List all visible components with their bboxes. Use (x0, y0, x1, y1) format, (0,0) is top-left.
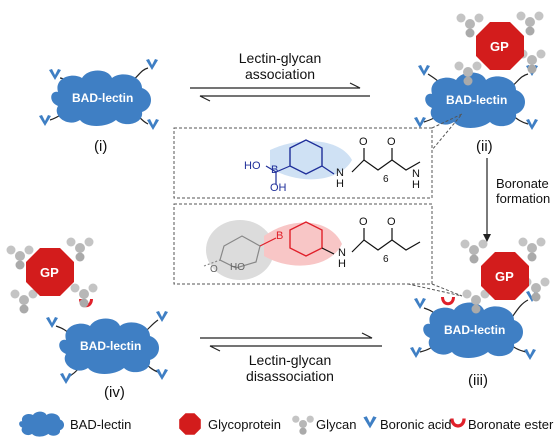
boronate-ester-icon (441, 297, 455, 306)
boronate-formation-line2: formation (496, 191, 551, 206)
legend-lectin-icon (19, 411, 65, 437)
boronate-formation-line1: Boronate (496, 176, 549, 191)
glycan-icon (66, 237, 94, 262)
glycan-icon (70, 283, 98, 308)
chem-o-label-1: O (359, 136, 368, 148)
legend-boronic-acid-label: Boronic acid (380, 417, 452, 432)
boronate-ester-zoom-box (173, 203, 463, 297)
disassociation-label-line1: Lectin-glycan (248, 352, 332, 368)
legend-boronic-acid-icon (363, 416, 377, 429)
boronate-formation-label: Boronate formation (496, 176, 550, 206)
chem-boron-label: B (271, 164, 279, 176)
boronic-acid-icon (414, 298, 426, 309)
boronic-acid-icon (49, 69, 61, 80)
boronic-acid-icon (39, 115, 51, 126)
boronate-formation-arrow (483, 158, 491, 242)
legend-glycan-label: Glycan (316, 417, 357, 432)
association-label-line1: Lectin-glycan (238, 50, 322, 66)
chem-six-label: 6 (383, 174, 389, 185)
chem-h-label-2: H (412, 179, 420, 191)
chem-ho-glycan-label: HO (230, 262, 245, 273)
legend-boronate-ester-icon (450, 418, 466, 428)
legend-glycan-icon (292, 415, 314, 435)
chem-n-label: N (336, 167, 344, 179)
lectin-label-ii: BAD-lectin (446, 93, 508, 107)
association-arrows (190, 82, 370, 102)
lectin-i (39, 59, 159, 130)
lectin-label-iii: BAD-lectin (444, 323, 506, 337)
chem-boron-ester-label: B (276, 230, 284, 242)
chem-o-glycan-label: O (210, 264, 218, 275)
lectin-label-i: BAD-lectin (72, 91, 134, 105)
gp-label-iv: GP (40, 265, 59, 280)
chem-n-label-2: N (412, 168, 420, 180)
glycan-icon (518, 237, 546, 262)
disassociation-arrows (200, 332, 382, 352)
state-label-iv: (iv) (104, 384, 125, 401)
legend-lectin-label: BAD-lectin (70, 417, 132, 432)
boronic-acid-zoom-box (173, 113, 463, 199)
gp-label-iii: GP (495, 269, 514, 284)
state-label-ii: (ii) (476, 138, 493, 155)
glycan-icon (10, 289, 38, 314)
lectin-ii (414, 11, 546, 130)
chem-six-ester-label: 6 (383, 254, 389, 265)
boronate-ester-structure (203, 220, 421, 280)
boronic-acid-icon (147, 119, 159, 130)
lectin-iii (410, 237, 550, 360)
legend-boronate-ester-label: Boronate ester (468, 417, 554, 432)
lectin-iv (6, 237, 168, 384)
glycan-icon (460, 239, 488, 264)
chem-h-ester-label: H (338, 258, 346, 270)
chem-h-label: H (336, 178, 344, 190)
chem-o-label-2: O (387, 136, 396, 148)
state-label-i: (i) (94, 138, 108, 155)
lectin-label-iv: BAD-lectin (80, 339, 142, 353)
boronic-acid-icon (60, 373, 72, 384)
glycan-icon (516, 11, 544, 36)
legend-glycoprotein-icon (179, 413, 201, 435)
chem-n-ester-label: N (338, 247, 346, 259)
boronic-acid-icon (156, 369, 168, 380)
chem-oh-label: OH (270, 182, 287, 194)
chem-ho-label: HO (244, 160, 261, 172)
disassociation-label-line2: disassociation (246, 368, 334, 384)
association-label-line2: association (244, 66, 316, 82)
disassociation-label: Lectin-glycan disassociation (220, 352, 360, 384)
boronic-acid-icon (524, 349, 536, 360)
chem-o-ester-label-2: O (387, 216, 396, 228)
chem-o-ester-label-1: O (359, 216, 368, 228)
state-label-iii: (iii) (468, 372, 488, 389)
association-label: Lectin-glycan association (210, 50, 350, 82)
boronic-acid-structure (265, 139, 421, 184)
gp-label-ii: GP (490, 39, 509, 54)
legend-glycoprotein-label: Glycoprotein (208, 417, 281, 432)
